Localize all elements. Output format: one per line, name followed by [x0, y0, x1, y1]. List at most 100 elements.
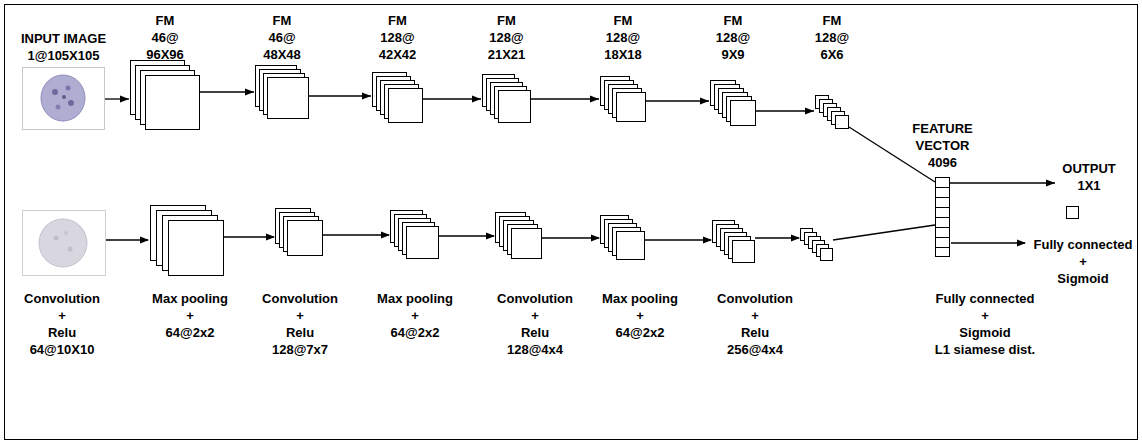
connector — [200, 89, 254, 96]
node-heading: OUTPUT1X1 — [1062, 160, 1115, 194]
operation-label: Convolution+Relu128@7x7 — [262, 290, 338, 358]
heading-text: FM — [146, 12, 184, 29]
cell-spot — [54, 236, 59, 241]
label-text: Convolution — [262, 290, 338, 307]
operation-label: Convolution+Relu64@10X10 — [24, 290, 100, 358]
image-frame — [23, 211, 106, 276]
feature-map-stack — [482, 74, 531, 123]
feature-map-stack — [255, 65, 309, 119]
feature-map — [821, 249, 833, 261]
operation-label: Max pooling+64@2x2 — [152, 290, 228, 341]
vector-cell-divider — [936, 207, 949, 208]
feature-map-stacks-bottom — [151, 206, 833, 276]
label-text: 128@4x4 — [497, 341, 573, 358]
heading-text: INPUT IMAGE — [21, 30, 106, 47]
layer-node: OUTPUT1X1 — [1058, 160, 1120, 220]
feature-map — [267, 77, 309, 119]
cell-image-bottom — [23, 211, 106, 276]
operation-label: Fully connected+Sigmoid — [1034, 236, 1133, 287]
connector — [756, 108, 814, 115]
label-text: 128@7x7 — [262, 341, 338, 358]
vector-cell-divider — [936, 237, 949, 238]
heading-text: FM — [815, 12, 849, 29]
feature-map — [617, 232, 645, 260]
layer-node: FM46@96X96 — [130, 12, 200, 130]
heading-text: FM — [716, 12, 750, 29]
heading-text: FEATURE — [912, 120, 972, 137]
feature-map — [616, 92, 646, 122]
feature-map — [835, 115, 849, 129]
label-text: L1 siamese dist. — [935, 341, 1035, 358]
label-text: Max pooling — [602, 290, 678, 307]
feature-map-stack — [815, 95, 849, 129]
feature-map — [733, 241, 755, 263]
label-text: 256@4x4 — [717, 341, 793, 358]
operation-label: Convolution+Relu256@4x4 — [717, 290, 793, 358]
connector-line — [646, 100, 709, 101]
heading-text: 9X9 — [716, 46, 750, 63]
label-text: 64@2x2 — [152, 324, 228, 341]
connector — [309, 93, 371, 100]
arrow — [323, 234, 389, 235]
output-square — [1066, 206, 1079, 219]
vector-cell-divider — [936, 217, 949, 218]
heading-text: 128@ — [815, 29, 849, 46]
connector — [105, 96, 129, 103]
label-text: 64@10X10 — [24, 341, 100, 358]
operation-label: Max pooling+64@2x2 — [377, 290, 453, 341]
operation-label: Convolution+Relu128@4x4 — [497, 290, 573, 358]
heading-text: 21X21 — [488, 46, 526, 63]
label-text: Relu — [497, 324, 573, 341]
feature-map — [498, 90, 531, 123]
arrow — [645, 239, 711, 240]
cell-spot — [68, 100, 74, 106]
heading-text: 128@ — [604, 29, 642, 46]
label-text: Fully connected — [935, 290, 1035, 307]
feature-map-stack — [600, 76, 646, 122]
label-text: Max pooling — [377, 290, 453, 307]
arrow — [224, 236, 274, 237]
feature-map-stack — [130, 60, 200, 130]
feature-map — [288, 221, 323, 256]
heading-text: VECTOR — [912, 137, 972, 154]
label-text: 64@2x2 — [602, 324, 678, 341]
heading-text: FM — [604, 12, 642, 29]
heading-text: 42X42 — [379, 46, 417, 63]
label-text: + — [262, 307, 338, 324]
vector-cell-divider — [936, 197, 949, 198]
node-heading: FM128@21X21 — [488, 12, 526, 63]
heading-text: 1X1 — [1062, 177, 1115, 194]
arrow — [755, 237, 799, 238]
label-text: Sigmoid — [935, 324, 1035, 341]
arrow — [542, 237, 599, 238]
heading-text: FM — [488, 12, 526, 29]
arrow — [951, 242, 1025, 243]
node-heading: FEATUREVECTOR4096 — [912, 120, 972, 171]
layer-node: FM128@21X21 — [482, 12, 531, 123]
arrowhead — [700, 98, 709, 105]
node-heading: INPUT IMAGE1@105X105 — [21, 30, 106, 64]
feature-map-stack — [372, 72, 423, 123]
label-text: Relu — [717, 324, 793, 341]
layer-node: FM128@9X9 — [710, 12, 756, 126]
arrowhead — [590, 96, 599, 103]
connector-line — [531, 98, 599, 99]
connector — [646, 98, 709, 105]
bottom-arrows — [106, 225, 1025, 243]
node-heading: FM128@6X6 — [815, 12, 849, 63]
label-text: Relu — [262, 324, 338, 341]
cell-spot — [64, 231, 68, 235]
connector-line — [950, 182, 1055, 183]
heading-text: 128@ — [488, 29, 526, 46]
feature-map — [145, 75, 200, 130]
cell-spot — [68, 247, 73, 252]
label-text: + — [152, 307, 228, 324]
heading-text: 1@105X105 — [21, 47, 106, 64]
cell-spot — [66, 86, 71, 91]
feature-map-stack — [710, 80, 756, 126]
node-heading: FM128@18X18 — [604, 12, 642, 63]
arrowhead — [805, 108, 814, 115]
operation-label: Max pooling+64@2x2 — [602, 290, 678, 341]
operation-label: Fully connected+SigmoidL1 siamese dist. — [935, 290, 1035, 358]
